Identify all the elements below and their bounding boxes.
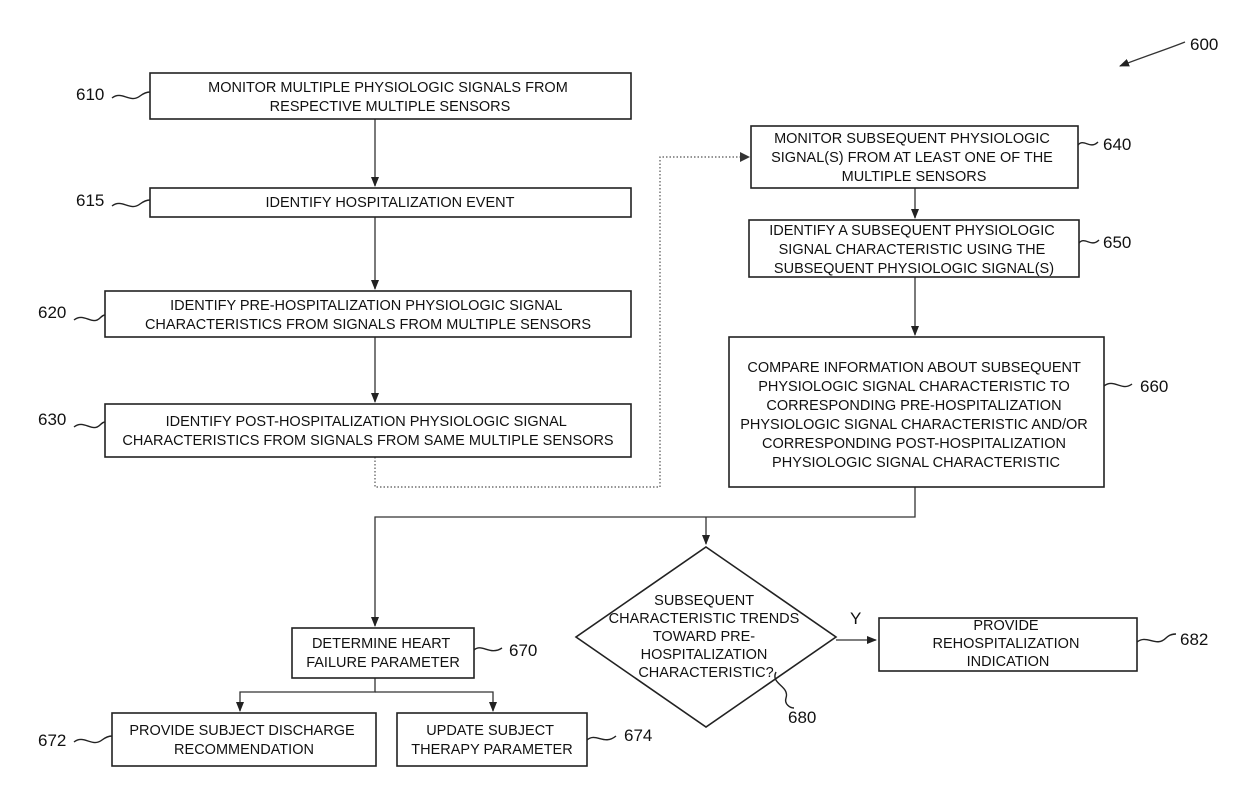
step-630-line-2: CHARACTERISTICS FROM SIGNALS FROM SAME M…	[122, 433, 613, 449]
ref-630-leader	[74, 422, 105, 428]
connector-670-674	[375, 692, 493, 711]
ref-620-leader	[74, 315, 105, 321]
ref-672: 672	[38, 731, 66, 750]
ref-620: 620	[38, 303, 66, 322]
step-674-line-1: UPDATE SUBJECT	[426, 723, 554, 739]
connector-630-640-arrowhead	[740, 152, 750, 162]
step-610-line-2: RESPECTIVE MULTIPLE SENSORS	[270, 99, 511, 115]
step-630-box	[105, 404, 631, 457]
step-660-line-5: CORRESPONDING POST-HOSPITALIZATION	[762, 436, 1066, 452]
step-660-line-4: PHYSIOLOGIC SIGNAL CHARACTERISTIC AND/OR	[740, 417, 1088, 433]
step-640-line-2: SIGNAL(S) FROM AT LEAST ONE OF THE	[771, 150, 1053, 166]
ref-650: 650	[1103, 233, 1131, 252]
step-660-line-3: CORRESPONDING PRE-HOSPITALIZATION	[766, 398, 1061, 414]
ref-610: 610	[76, 85, 104, 104]
ref-650-leader	[1079, 240, 1099, 243]
step-682-line-2: REHOSPITALIZATION	[933, 636, 1080, 652]
decision-680-line-2: CHARACTERISTIC TRENDS	[609, 611, 800, 627]
ref-660: 660	[1140, 377, 1168, 396]
step-620-line-2: CHARACTERISTICS FROM SIGNALS FROM MULTIP…	[145, 317, 591, 333]
step-660-line-1: COMPARE INFORMATION ABOUT SUBSEQUENT	[747, 360, 1081, 376]
step-660-line-6: PHYSIOLOGIC SIGNAL CHARACTERISTIC	[772, 455, 1060, 471]
decision-680-line-4: HOSPITALIZATION	[641, 647, 768, 663]
connector-670-672	[240, 678, 375, 711]
step-610-line-1: MONITOR MULTIPLE PHYSIOLOGIC SIGNALS FRO…	[208, 80, 568, 96]
decision-680-line-5: CHARACTERISTIC?	[638, 665, 773, 681]
ref-630: 630	[38, 410, 66, 429]
ref-660-leader	[1104, 383, 1132, 386]
ref-610-leader	[112, 92, 150, 99]
step-672-line-1: PROVIDE SUBJECT DISCHARGE	[129, 723, 355, 739]
step-670-line-1: DETERMINE HEART	[312, 636, 450, 652]
ref-640: 640	[1103, 135, 1131, 154]
step-615-line-1: IDENTIFY HOSPITALIZATION EVENT	[266, 195, 515, 211]
ref-682: 682	[1180, 630, 1208, 649]
ref-670-leader	[474, 648, 502, 651]
decision-680-line-1: SUBSEQUENT	[654, 593, 754, 609]
ref-682-leader	[1137, 634, 1176, 642]
step-682-line-3: INDICATION	[967, 654, 1050, 670]
ref-680: 680	[788, 708, 816, 727]
decision-yes-label: Y	[850, 609, 861, 628]
step-640-line-1: MONITOR SUBSEQUENT PHYSIOLOGIC	[774, 131, 1050, 147]
ref-615: 615	[76, 191, 104, 210]
decision-680-line-3: TOWARD PRE-	[653, 629, 755, 645]
step-640-line-3: MULTIPLE SENSORS	[842, 169, 987, 185]
step-615-text: IDENTIFY HOSPITALIZATION EVENT	[266, 195, 515, 211]
ref-674-leader	[587, 736, 616, 740]
step-630-line-1: IDENTIFY POST-HOSPITALIZATION PHYSIOLOGI…	[166, 414, 567, 430]
step-650-line-2: SIGNAL CHARACTERISTIC USING THE	[779, 242, 1046, 258]
ref-672-leader	[74, 736, 112, 743]
step-674-box	[397, 713, 587, 766]
step-650-line-1: IDENTIFY A SUBSEQUENT PHYSIOLOGIC	[769, 223, 1055, 239]
ref-670: 670	[509, 641, 537, 660]
step-670-line-2: FAILURE PARAMETER	[306, 655, 460, 671]
ref-615-leader	[112, 200, 150, 207]
step-682-line-1: PROVIDE	[973, 618, 1039, 634]
step-650-line-3: SUBSEQUENT PHYSIOLOGIC SIGNAL(S)	[774, 261, 1054, 277]
step-672-box	[112, 713, 376, 766]
step-620-line-1: IDENTIFY PRE-HOSPITALIZATION PHYSIOLOGIC…	[170, 298, 562, 314]
ref-640-leader	[1078, 142, 1098, 145]
figure-number-label: 600	[1190, 35, 1218, 54]
figure-pointer-arrow	[1120, 42, 1185, 66]
ref-674: 674	[624, 726, 652, 745]
step-674-line-2: THERAPY PARAMETER	[411, 742, 572, 758]
step-650-text: IDENTIFY A SUBSEQUENT PHYSIOLOGIC SIGNAL…	[769, 223, 1059, 277]
step-672-line-2: RECOMMENDATION	[174, 742, 314, 758]
step-660-line-2: PHYSIOLOGIC SIGNAL CHARACTERISTIC TO	[758, 379, 1070, 395]
